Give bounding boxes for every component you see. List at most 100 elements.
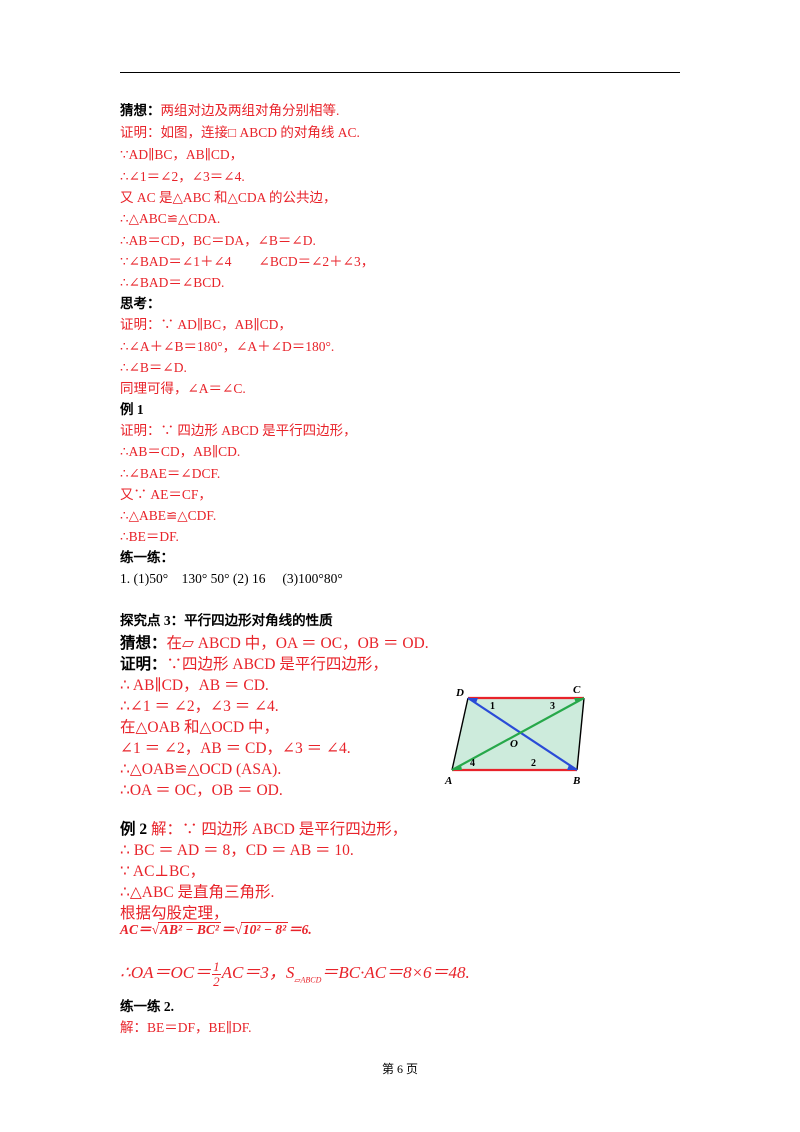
line-text: 1. (1)50° 130° 50° (2) 16 (3)100°80°: [120, 571, 343, 586]
text-line: 证明：∵ AD∥BC，AB∥CD，: [120, 318, 292, 332]
line-text: ∵∠BAD＝∠1＋∠4 ∠BCD＝∠2＋∠3，: [120, 254, 375, 269]
text-line: ∴∠1 ＝ ∠2，∠3 ＝ ∠4.: [120, 699, 279, 715]
line-label: 猜想：: [120, 103, 161, 118]
eq2-s: S: [285, 963, 295, 983]
text-line: 例 1: [120, 403, 144, 417]
line-text: 证明：∵ AD∥BC，AB∥CD，: [120, 317, 292, 332]
text-line: 思考：: [120, 297, 161, 311]
text-line: 练一练 2.: [120, 1000, 174, 1014]
line-text: ∴BE＝DF.: [120, 529, 179, 544]
text-line: ∵AD∥BC，AB∥CD，: [120, 148, 243, 162]
angle-mark-1: [468, 698, 478, 703]
text-line: ∴∠B＝∠D.: [120, 361, 187, 375]
diagonal-bd: [467, 697, 578, 771]
line-text: 又 AC 是△ABC 和△CDA 的公共边，: [120, 190, 337, 205]
line-text: ∴△ABC≌△CDA.: [120, 211, 221, 226]
fraction-denominator: 2: [213, 973, 220, 989]
section-heading: 探究点 3：平行四边形对角线的性质: [120, 613, 333, 628]
text-line: 在△OAB 和△OCD 中，: [120, 720, 279, 736]
line-text: 在△OAB 和△OCD 中，: [120, 719, 280, 736]
line-text: 证明：如图，连接□ ABCD 的对角线 AC.: [120, 125, 360, 140]
eq2-subscript: ▱ABCD: [294, 975, 322, 985]
diagonal-ac: [451, 697, 585, 771]
eq2-part1: ∴OA＝OC＝: [120, 963, 212, 983]
parallelogram-figure: D C A B O 1 2 3 4: [444, 684, 585, 787]
text-line: 证明：∵ 四边形 ABCD 是平行四边形，: [120, 424, 357, 438]
text-line: 猜想：两组对边及两组对角分别相等.: [120, 104, 339, 118]
line-text: ∴OA ＝ OC，OB ＝ OD.: [120, 782, 283, 799]
center-label-o: O: [510, 738, 518, 750]
text-line: ∴∠BAD＝∠BCD.: [120, 276, 224, 290]
equation-ac-pythagoras: AC＝√AB² − BC²＝√10² − 8²＝6.: [120, 922, 312, 937]
line-text: 又∵ AE＝CF，: [120, 487, 212, 502]
side-bc: [576, 697, 585, 771]
text-line: 1. (1)50° 130° 50° (2) 16 (3)100°80°: [120, 572, 343, 586]
text-line: 猜想：在▱ ABCD 中，OA ＝ OC，OB ＝ OD.: [120, 636, 429, 652]
text-line: ∴△OAB≌△OCD (ASA).: [120, 762, 281, 778]
line-text: ∴∠1＝∠2，∠3＝∠4.: [120, 169, 245, 184]
section-heading: 练一练：: [120, 550, 174, 565]
side-ad: [451, 697, 469, 771]
line-text: 两组对边及两组对角分别相等.: [160, 103, 340, 118]
angle-label-2: 2: [531, 758, 536, 769]
vertex-label-c: C: [573, 684, 581, 696]
header-rule: [120, 72, 680, 73]
eq1-lhs: AC: [120, 922, 139, 937]
eq1-eq-2: ＝: [220, 922, 235, 937]
line-text: 解：∵ 四边形 ABCD 是平行四边形，: [147, 821, 408, 838]
page-number: 第 6 页: [381, 1062, 418, 1076]
line-text: ∴ BC ＝ AD ＝ 8，CD ＝ AB ＝ 10.: [120, 842, 354, 859]
line-text: ∴∠BAD＝∠BCD.: [120, 275, 225, 290]
line-text: 同理可得，∠A＝∠C.: [120, 381, 246, 396]
text-line: ∵ AC⊥BC，: [120, 864, 205, 880]
text-line: ∴△ABE≌△CDF.: [120, 509, 216, 523]
line-text: ∴∠B＝∠D.: [120, 360, 187, 375]
line-text: 根据勾股定理，: [120, 905, 229, 922]
line-text: ∴ AB∥CD，AB ＝ CD.: [120, 677, 269, 694]
line-label: 猜想：: [120, 635, 167, 652]
text-line: 例 2 解：∵ 四边形 ABCD 是平行四边形，: [120, 822, 407, 838]
text-line: 根据勾股定理，: [120, 906, 229, 922]
text-line: 又 AC 是△ABC 和△CDA 的公共边，: [120, 191, 337, 205]
section-heading: 练一练 2.: [120, 999, 174, 1014]
eq2-part2: AC＝3，: [221, 963, 286, 983]
text-line: ∴△ABC≌△CDA.: [120, 212, 220, 226]
vertex-label-d: D: [455, 687, 464, 699]
line-text: ∠1 ＝ ∠2，AB ＝ CD，∠3 ＝ ∠4.: [120, 740, 351, 757]
text-line: ∵∠BAD＝∠1＋∠4 ∠BCD＝∠2＋∠3，: [120, 255, 374, 269]
section-heading: 例 1: [120, 402, 144, 417]
text-line: 证明：如图，连接□ ABCD 的对角线 AC.: [120, 126, 360, 140]
angle-mark-4: [452, 765, 462, 770]
line-text: ∴∠1 ＝ ∠2，∠3 ＝ ∠4.: [120, 698, 279, 715]
text-line: 同理可得，∠A＝∠C.: [120, 382, 246, 396]
text-line: ∴∠A＋∠B＝180°，∠A＋∠D＝180°.: [120, 340, 334, 354]
text-line: ∴∠1＝∠2，∠3＝∠4.: [120, 170, 245, 184]
vertex-label-a: A: [444, 775, 452, 787]
line-text: ∴△ABC 是直角三角形.: [120, 884, 275, 901]
text-line: ∴∠BAE＝∠DCF.: [120, 467, 220, 481]
line-text: 在▱ ABCD 中，OA ＝ OC，OB ＝ OD.: [166, 635, 429, 652]
text-line: ∠1 ＝ ∠2，AB ＝ CD，∠3 ＝ ∠4.: [120, 741, 351, 757]
angle-label-3: 3: [550, 701, 555, 712]
section-heading: 思考：: [120, 296, 161, 311]
text-line: ∴AB＝CD，AB∥CD.: [120, 445, 240, 459]
angle-mark-2: [567, 765, 577, 770]
text-line: ∴AB＝CD，BC＝DA，∠B＝∠D.: [120, 234, 316, 248]
eq1-radicand-1: AB² − BC²: [157, 922, 221, 937]
text-line: ∴ BC ＝ AD ＝ 8，CD ＝ AB ＝ 10.: [120, 843, 354, 859]
text-line: ∴BE＝DF.: [120, 530, 179, 544]
line-text: ∴△ABE≌△CDF.: [120, 508, 217, 523]
text-line: 练一练：: [120, 551, 174, 565]
line-text: ∴AB＝CD，AB∥CD.: [120, 444, 241, 459]
text-line: 探究点 3：平行四边形对角线的性质: [120, 614, 333, 628]
text-line: 又∵ AE＝CF，: [120, 488, 212, 502]
text-line: 解：BE＝DF，BE∥DF.: [120, 1021, 252, 1035]
text-line: 证明：∵四边形 ABCD 是平行四边形，: [120, 657, 388, 673]
text-line: ∴△ABC 是直角三角形.: [120, 885, 274, 901]
angle-mark-3: [574, 698, 584, 703]
eq1-result: ＝6.: [288, 922, 312, 937]
line-text: ∴AB＝CD，BC＝DA，∠B＝∠D.: [120, 233, 316, 248]
line-text: ∴△OAB≌△OCD (ASA).: [120, 761, 282, 778]
